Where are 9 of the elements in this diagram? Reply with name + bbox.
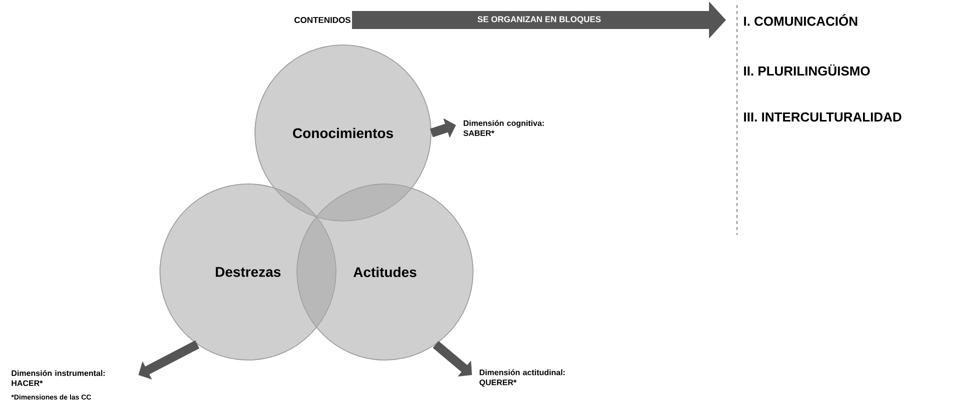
block-label: III. INTERCULTURALIDAD	[744, 112, 902, 122]
dimension-text: Dimensión cognitiva: SABER*	[463, 120, 544, 136]
block-label: II. PLURILINGÜISMO	[744, 64, 870, 76]
dimension-text: Dimensión instrumental: HACER*	[12, 370, 105, 386]
heading-text: CONTENIDOS	[294, 17, 350, 23]
dimension-text: Dimensión actitudinal: QUERER*	[480, 369, 565, 387]
edge-label: SE ORGANIZAN EN BLOQUES	[476, 15, 602, 25]
arrow	[432, 340, 472, 376]
block-label: I. COMUNICACIÓN	[744, 14, 858, 26]
